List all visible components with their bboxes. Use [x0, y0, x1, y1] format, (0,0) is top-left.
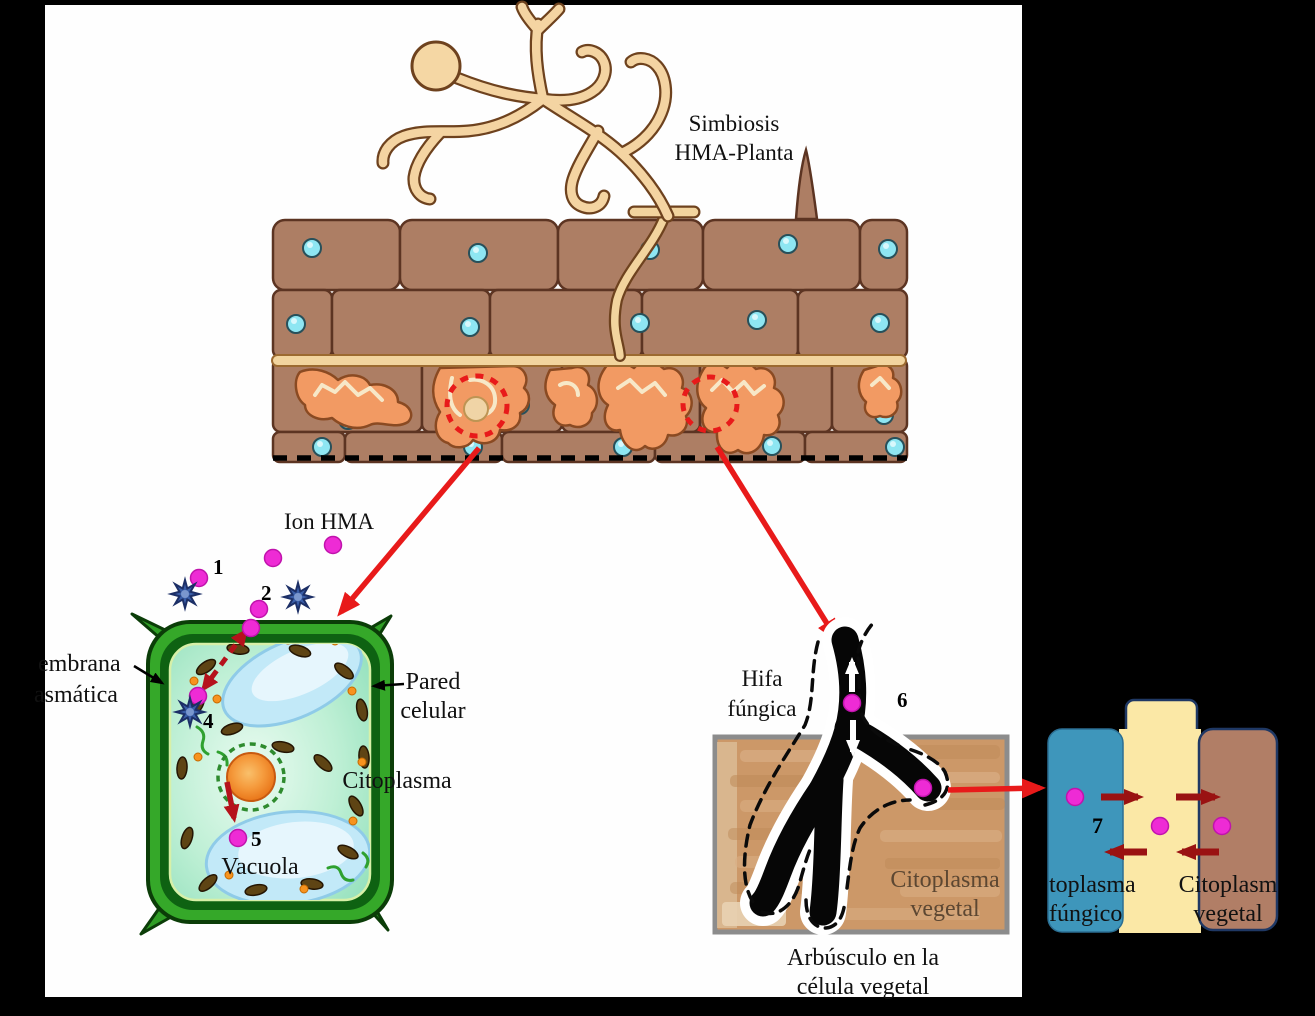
box-label-line1: Citoplasma [890, 867, 1000, 893]
ion-in-apoplast [1150, 816, 1170, 836]
fungal-label-line2: fúngico [1049, 901, 1123, 927]
vacuole-top [221, 644, 363, 728]
caption-line1: Arbúsculo en la [787, 945, 939, 971]
ion-hma-label: Ion HMA [283, 509, 375, 534]
vacuole-transport-arrow [223, 781, 240, 823]
fungal-cytoplasm-column [1047, 728, 1124, 933]
membrane-label-arrow [133, 664, 165, 685]
plant-cytoplasm-label: Citoplasm vegetal [1176, 871, 1280, 929]
ion-in-fungal-cytoplasm [1065, 787, 1085, 807]
plant-label-line1: Citoplasm [1178, 872, 1278, 898]
plant-label-line2: vegetal [1193, 901, 1263, 927]
root-hair [794, 145, 819, 221]
hypha-label: Hifa fúngica [722, 664, 802, 724]
ion-in-arbuscule [913, 778, 933, 798]
step-6: 6 [897, 688, 908, 712]
periarbuscular-membrane-dashed [742, 618, 950, 930]
nucleus-envelope [216, 742, 286, 812]
title-line2: HMA-Planta [674, 140, 794, 165]
step-4: 4 [203, 709, 214, 733]
step-1: 1 [213, 555, 224, 579]
arrow-to-arbuscule-detail [714, 445, 840, 644]
arrow-to-cell-detail [337, 446, 482, 617]
fungal-spore [410, 40, 462, 92]
root-cell-row [271, 218, 909, 464]
interface-panel [1047, 698, 1279, 933]
wall-label-line2: celular [400, 698, 466, 724]
fungal-label-line1: toplasma [1049, 872, 1136, 898]
membrane-transport-arrow [201, 627, 248, 693]
ion-in-hypha [842, 693, 862, 713]
highlight-circle-vesicle [444, 373, 510, 439]
step-5: 5 [251, 827, 262, 851]
membrane-label-line2: asmática [34, 682, 118, 708]
diagram-title: Simbiosis HMA-Planta [654, 109, 814, 167]
membrane-label-line1: embrana [38, 651, 121, 677]
cell-wall-label: Pared celular [388, 668, 478, 726]
wall-label-arrow [371, 679, 405, 691]
hypha-label-line1: Hifa [741, 666, 783, 691]
exchange-arrows [1101, 789, 1221, 860]
intraradical-vesicle [463, 396, 489, 422]
plant-cytoplasm-column [1197, 727, 1279, 932]
external-mycelium [376, 0, 675, 223]
caption-line2: célula vegetal [796, 974, 930, 1000]
arbuscule-caption: Arbúsculo en la célula vegetal [768, 944, 958, 1002]
runner-hypha [271, 354, 907, 367]
step-2: 2 [261, 581, 272, 605]
plant-cytoplasm-box-label: Citoplasma vegetal [884, 866, 1006, 924]
vacuole-bottom [204, 809, 370, 900]
wall-label-line1: Pared [405, 669, 461, 695]
title-line1: Simbiosis [688, 111, 780, 136]
hypha-label-line2: fúngica [727, 696, 797, 721]
vacuole-label: Vacuola [221, 854, 299, 880]
step-7: 7 [1092, 813, 1103, 838]
membrane-label: embrana asmática [34, 649, 121, 711]
cell-interior [175, 644, 370, 900]
arrow-to-interface-panel [947, 778, 1046, 799]
arbuscule-detail [712, 617, 1010, 935]
cytoplasm-label: Citoplasma [342, 768, 452, 794]
fungal-cytoplasm-label: toplasma fúngico [1049, 871, 1136, 929]
ion-in-plant-cytoplasm [1212, 816, 1232, 836]
nucleus [226, 752, 276, 802]
plant-cell [130, 535, 405, 936]
highlight-circle-arbuscule [680, 374, 740, 434]
box-label-line2: vegetal [910, 896, 980, 922]
root-cross-section [271, 0, 909, 464]
